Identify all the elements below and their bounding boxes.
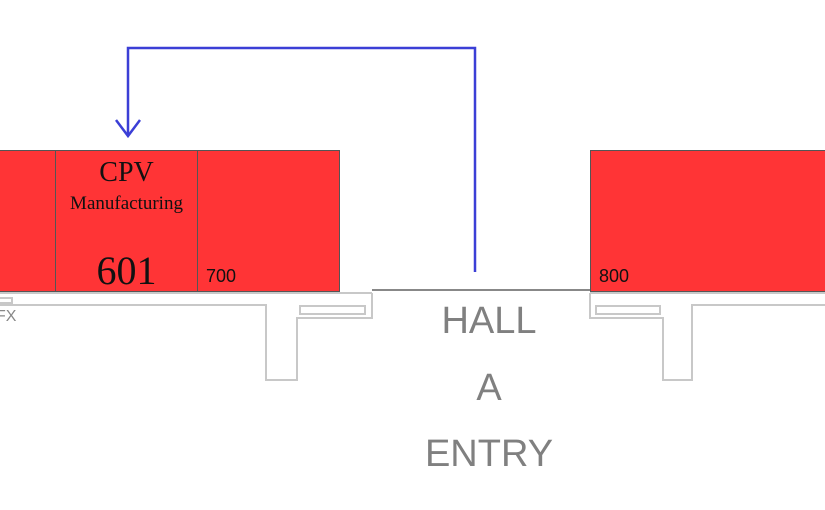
booth-700-number: 700 xyxy=(206,266,237,286)
fragment-label: FX xyxy=(0,308,17,325)
booth-800[interactable]: 800 xyxy=(590,150,825,292)
booth-601[interactable]: CPV Manufacturing 601 xyxy=(55,150,198,293)
booth-800-number: 800 xyxy=(599,266,630,286)
hall-label-line2: A xyxy=(476,367,502,409)
booth-left-partial[interactable] xyxy=(0,150,56,292)
hall-label-line1: HALL xyxy=(441,300,537,342)
hall-label-line3: ENTRY xyxy=(424,433,554,475)
booth-601-title: CPV xyxy=(99,157,154,188)
booth-700[interactable]: 700 xyxy=(197,150,340,292)
direction-arrow xyxy=(115,46,477,272)
booth-601-subtitle: Manufacturing xyxy=(70,193,183,214)
arrow-head-icon xyxy=(115,119,141,139)
wall-outline xyxy=(0,292,825,381)
booth-601-number: 601 xyxy=(96,248,157,293)
